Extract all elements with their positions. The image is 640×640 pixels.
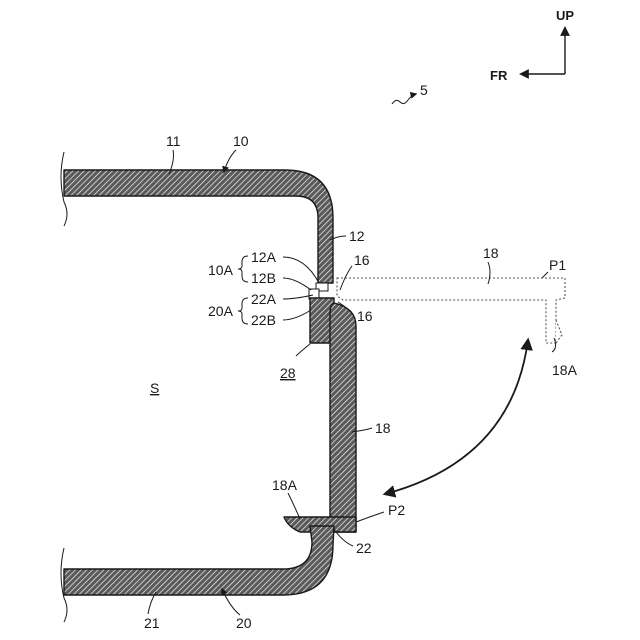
ref-28: 28 [280,365,296,381]
leader-22B [283,310,311,320]
ref-10: 10 [233,133,249,149]
ref-22B: 22B [251,312,276,328]
ref-P2: P2 [388,502,405,518]
ref-22: 22 [356,540,372,556]
ref-18A-closed: 18A [272,477,298,493]
ref-S: S [150,380,159,396]
leader-P1 [542,272,548,278]
ghost-hook-18A [556,320,562,343]
leader-10 [224,150,236,172]
leader-5 [392,94,416,104]
upper-wall-11 [64,170,333,283]
ref-P1: P1 [549,257,566,273]
ref-16-lower: 16 [357,308,373,324]
up-label: UP [556,8,574,23]
ref-18-closed: 18 [375,420,391,436]
ref-12: 12 [349,228,365,244]
door-panel-18 [330,303,356,532]
leader-12A [283,257,319,283]
ref-12B: 12B [251,270,276,286]
leader-P2 [356,512,384,522]
ref-20A: 20A [208,303,234,319]
ref-16-upper: 16 [354,252,370,268]
ref-12A: 12A [251,249,277,265]
front-label: FR [490,68,508,83]
ref-11: 11 [166,133,181,149]
ref-10A: 10A [208,262,234,278]
leader-18A-closed [288,493,300,519]
orientation-indicator: UP FR [490,8,574,83]
lower-wall-21 [64,526,334,595]
ref-18A-ghost: 18A [552,362,578,378]
leader-12B [283,278,311,290]
brace-10A [238,256,248,282]
brace-20A [238,298,248,324]
swing-arrow [385,340,528,494]
ref-22A: 22A [251,291,277,307]
ref-18-ghost: 18 [483,245,499,261]
ref-21: 21 [144,615,160,631]
ref-20: 20 [236,615,252,631]
ref-5: 5 [420,82,428,98]
leader-28 [296,344,310,356]
